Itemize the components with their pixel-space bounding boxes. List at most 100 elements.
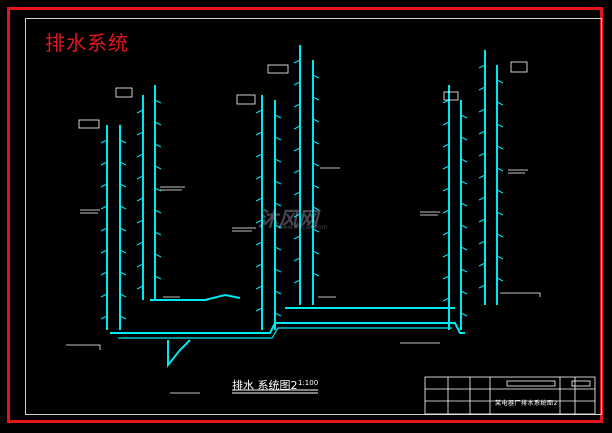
branch-stub	[478, 218, 486, 223]
branch-stub	[136, 109, 144, 114]
branch-stub	[154, 121, 162, 126]
branch-stub	[478, 130, 486, 135]
annotations	[66, 61, 541, 394]
branch-stub	[496, 277, 504, 282]
branch-stub	[496, 167, 504, 172]
branch-stub	[274, 114, 282, 119]
branch-stub	[274, 312, 282, 317]
branch-stub	[255, 197, 263, 202]
branch-stub	[293, 213, 301, 218]
branch-stub	[312, 140, 320, 145]
branch-stub	[274, 202, 282, 207]
branch-stub	[442, 143, 450, 148]
branch-stub	[255, 285, 263, 290]
branch-stub	[442, 209, 450, 214]
branch-stub	[100, 205, 108, 210]
branch-stub	[442, 121, 450, 126]
branch-stub	[119, 161, 127, 166]
branch-stub	[154, 187, 162, 192]
branch-stub	[312, 228, 320, 233]
branch-stub	[136, 153, 144, 158]
branch-stub	[154, 165, 162, 170]
branch-stub	[460, 268, 468, 273]
branch-stub	[255, 219, 263, 224]
outlet-pipe	[167, 339, 191, 368]
branch-stub	[460, 158, 468, 163]
title-underline	[232, 389, 318, 394]
branch-stub	[460, 290, 468, 295]
branch-stub	[442, 231, 450, 236]
branch-stub	[255, 131, 263, 136]
branch-stub	[100, 271, 108, 276]
drawing-title: 排水系统	[45, 31, 129, 55]
branch-stub	[496, 211, 504, 216]
branch-stub	[478, 196, 486, 201]
branch-stub	[312, 74, 320, 79]
branch-stub	[274, 246, 282, 251]
branch-stub	[312, 162, 320, 167]
branch-stub	[478, 152, 486, 157]
branch-stub	[274, 136, 282, 141]
branch-stub	[496, 101, 504, 106]
branch-stub	[274, 268, 282, 273]
branch-stub	[100, 183, 108, 188]
branch-stub	[442, 99, 450, 104]
branch-stub	[119, 271, 127, 276]
branch-stub	[478, 64, 486, 69]
system-diagram-title: 排水 系统图2	[232, 379, 298, 392]
branch-stub	[478, 174, 486, 179]
branch-stub	[255, 109, 263, 114]
branch-stub	[312, 184, 320, 189]
branch-stub	[255, 307, 263, 312]
branch-stubs	[100, 59, 504, 320]
branch-stub	[119, 227, 127, 232]
branch-stub	[496, 189, 504, 194]
branch-stub	[136, 219, 144, 224]
branch-stub	[119, 315, 127, 320]
title-block-label: 某电器厂排水系统图2	[495, 400, 558, 407]
branch-stub	[478, 86, 486, 91]
branch-stub	[154, 253, 162, 258]
branch-stub	[496, 123, 504, 128]
branch-stub	[119, 183, 127, 188]
branch-stub	[478, 262, 486, 267]
branch-stub	[496, 233, 504, 238]
branch-stub	[100, 249, 108, 254]
branch-stub	[136, 197, 144, 202]
system-diagram-scale: 1:100	[298, 379, 319, 387]
branch-stub	[293, 191, 301, 196]
branch-stub	[100, 293, 108, 298]
branch-stub	[460, 136, 468, 141]
branch-stub	[460, 312, 468, 317]
branch-stub	[154, 99, 162, 104]
branch-stub	[460, 114, 468, 119]
branch-stub	[460, 180, 468, 185]
branch-stub	[274, 224, 282, 229]
branch-stub	[442, 187, 450, 192]
branch-stub	[255, 153, 263, 158]
branch-stub	[119, 293, 127, 298]
branch-stub	[312, 250, 320, 255]
branch-stub	[136, 263, 144, 268]
branch-stub	[442, 275, 450, 280]
branch-stub	[293, 103, 301, 108]
branch-stub	[154, 275, 162, 280]
branch-stub	[100, 139, 108, 144]
branch-stub	[274, 180, 282, 185]
branch-stub	[119, 205, 127, 210]
branch-stub	[312, 96, 320, 101]
branch-stub	[496, 255, 504, 260]
main-collector-pipe	[110, 322, 465, 334]
branch-stub	[154, 231, 162, 236]
branch-stub	[274, 158, 282, 163]
branch-stub	[478, 240, 486, 245]
branch-stub	[442, 165, 450, 170]
branch-stub	[136, 175, 144, 180]
branch-stub	[312, 272, 320, 277]
watermark-url: www.mfcad.com	[278, 224, 328, 231]
branch-stub	[442, 253, 450, 258]
branch-stub	[478, 284, 486, 289]
branch-stub	[119, 139, 127, 144]
pipe-network	[106, 45, 498, 368]
